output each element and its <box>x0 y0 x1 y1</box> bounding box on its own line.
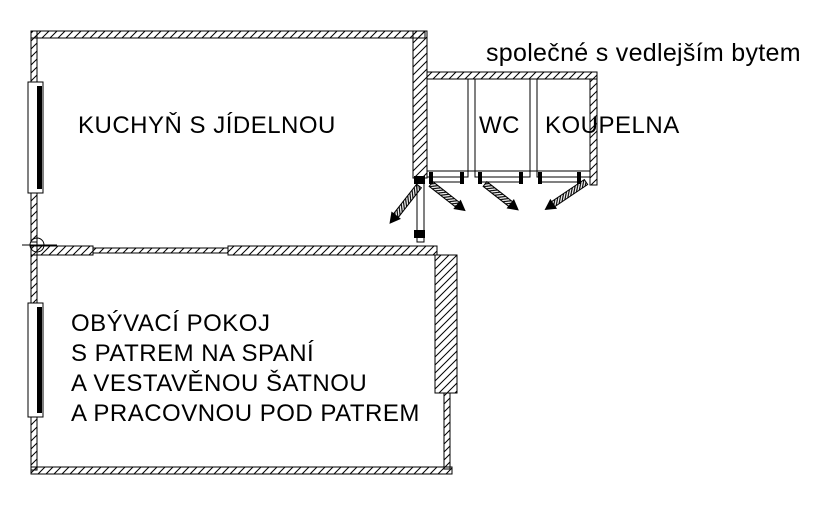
hall-wc-divider-wall <box>467 78 476 172</box>
wc-door-jamb-left <box>478 172 482 184</box>
wc-door-bar <box>482 180 516 209</box>
bathroom-door-arrow <box>544 198 558 210</box>
entry-frame-block-top <box>414 176 425 184</box>
hall-door-leaf <box>428 180 466 212</box>
kitchen-walls <box>30 30 428 243</box>
hall-door-bar <box>428 180 462 210</box>
living-top-wall-right <box>227 245 438 256</box>
bathroom-door-leaf <box>544 178 589 210</box>
living-bottom-wall <box>30 466 453 475</box>
living-room-label-line3: A VESTAVĚNOU ŠATNOU <box>71 370 368 397</box>
living-room-label-line1: OBÝVACÍ POKOJ <box>71 310 271 337</box>
kitchen-left-wall-upper <box>30 30 38 83</box>
living-room-walls <box>30 245 458 475</box>
kitchen-left-wall-lower <box>30 192 38 243</box>
living-top-wall-middle <box>92 247 229 254</box>
hall-door-jamb-left <box>429 172 433 184</box>
kitchen-entry-frame <box>414 176 425 243</box>
hall-door-arrow <box>453 199 466 212</box>
living-window-sash <box>37 307 42 413</box>
kitchen-room-label: KUCHYŇ S JÍDELNOU <box>78 112 336 139</box>
kitchen-window <box>27 81 44 194</box>
kitchen-top-wall <box>30 30 426 39</box>
kitchen-right-wall <box>412 30 428 179</box>
shared-rooms-walls <box>426 71 598 186</box>
living-room-label-line2: S PATREM NA SPANÍ <box>71 340 315 367</box>
bathroom-door-jamb-left <box>538 172 542 184</box>
wc-bottom-wall <box>474 170 531 178</box>
living-room-label: OBÝVACÍ POKOJ S PATREM NA SPANÍ A VESTAV… <box>71 309 420 429</box>
kitchen-window-sash <box>37 86 42 189</box>
wc-door-arrow <box>506 198 519 211</box>
wc-door-leaf <box>482 180 519 211</box>
bathroom-bottom-wall <box>536 170 591 178</box>
hall-bottom-wall <box>426 170 469 178</box>
hall-door-jamb-right <box>460 172 464 184</box>
wc-bathroom-divider-wall <box>529 78 538 172</box>
living-right-wall-thin <box>443 392 451 470</box>
living-left-wall-lower <box>30 416 38 471</box>
living-right-wall-thick <box>434 254 458 394</box>
kitchen-door-leaf <box>389 183 423 224</box>
bathroom-door-jamb-right <box>577 172 581 184</box>
living-room-label-line4: A PRACOVNOU POD PATREM <box>71 400 420 427</box>
living-top-wall-left <box>30 245 94 256</box>
entry-frame-block-bottom <box>414 230 425 238</box>
bathroom-room-label: KOUPELNA <box>545 112 680 139</box>
bathroom-right-wall <box>589 78 598 186</box>
living-left-wall-upper <box>30 254 38 304</box>
kitchen-door-arrow <box>389 211 401 224</box>
living-room-window <box>27 302 44 418</box>
datum-marker <box>22 231 57 260</box>
wc-room-label: WC <box>479 112 520 139</box>
bathroom-door-bar <box>548 178 589 209</box>
shared-with-neighbor-note: společné s vedlejším bytem <box>486 39 801 67</box>
wc-door-jamb-right <box>519 172 523 184</box>
shared-rooms-top-wall <box>426 71 598 80</box>
